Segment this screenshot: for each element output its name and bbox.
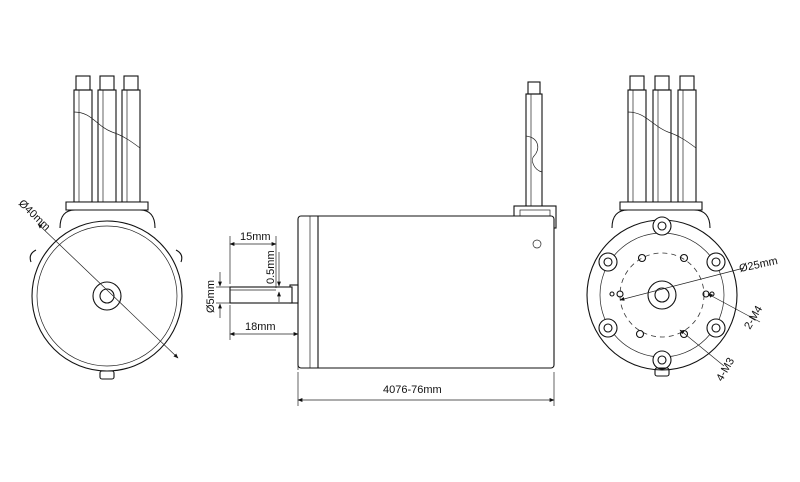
rear-cable-boss [65,201,149,211]
thread-m3-label: 4-M3 [714,356,737,384]
side-view: 15mm 0.5mm Ø5mm 18mm 4076-76mm [205,81,557,406]
front-end-view: Ø25mm 2-M4 4-M3 [586,75,779,384]
diameter-body-label: Ø40mm [16,198,52,234]
front-hub [647,280,677,310]
front-housing-circle [586,219,738,371]
flat-depth-label: 0.5mm [265,250,277,284]
bolt-circle [619,252,705,338]
thread-m4-label: 2-M4 [742,304,765,332]
bolt-circle-label: Ø25mm [738,255,779,275]
shaft-total-label: 18mm [245,321,276,333]
side-cable [525,81,543,209]
motor-shaft [229,286,293,304]
motor-body [297,215,555,369]
rear-wires [73,75,141,203]
shaft-diameter-label: Ø5mm [205,280,217,313]
body-length-label: 4076-76mm [383,384,442,396]
mounting-studs [598,216,726,370]
rear-housing-circle [31,220,183,372]
rear-end-view: Ø40mm [16,75,183,380]
shaft-length-label: 15mm [240,231,271,243]
front-wires [627,75,697,203]
